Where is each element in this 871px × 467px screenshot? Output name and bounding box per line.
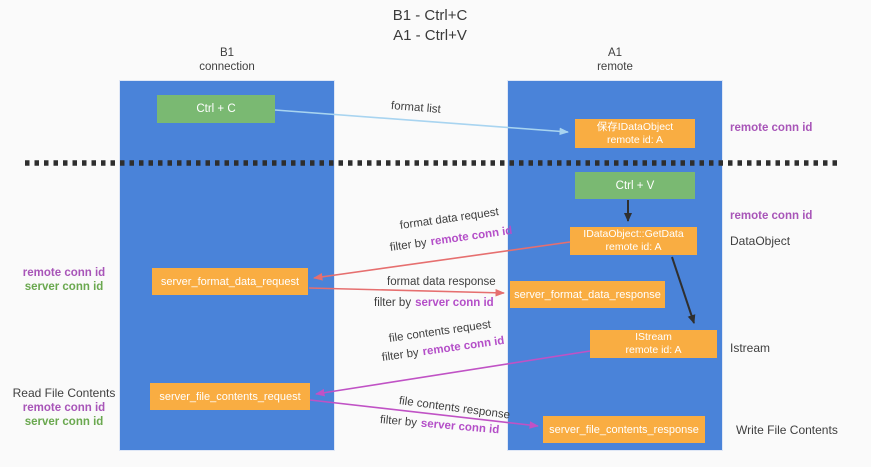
format-list-label: format list (390, 100, 442, 116)
remote-conn-id-tag-top: remote conn id (730, 122, 813, 134)
node-save-dataobject: 保存IDataObject remote id: A (575, 119, 695, 148)
node-istream: IStream remote id: A (590, 330, 717, 358)
lane-header-a1: A1 remote (507, 46, 723, 74)
title-line-2: A1 - Ctrl+V (393, 27, 467, 44)
lane-a1-subtitle: remote (597, 61, 633, 73)
node-istream-line2: remote id: A (625, 344, 682, 356)
server-conn-id-tag-left: server conn id (24, 281, 104, 293)
node-server-file-contents-response: server_file_contents_response (543, 416, 705, 443)
dataobject-label: DataObject (730, 234, 791, 248)
remote-conn-id-tag-bottom: remote conn id (22, 402, 106, 414)
write-file-contents-label: Write File Contents (736, 423, 838, 437)
node-server-format-data-response: server_format_data_response (510, 281, 665, 308)
node-istream-line1: IStream (635, 331, 672, 343)
node-ctrl-c: Ctrl + C (157, 95, 275, 123)
server-conn-id-highlight: server conn id (415, 297, 494, 309)
server-conn-id-tag-bottom: server conn id (24, 416, 104, 428)
server-conn-id-highlight: server conn id (420, 417, 500, 437)
filter-by-text: filter by (379, 414, 418, 430)
node-save-dataobject-line2: remote id: A (606, 133, 664, 146)
lane-b1-name: B1 (219, 47, 235, 59)
title-line-1: B1 - Ctrl+C (392, 7, 468, 24)
node-ctrl-c-label: Ctrl + C (196, 103, 236, 115)
remote-conn-id-highlight: remote conn id (429, 224, 514, 249)
node-server-format-data-request: server_format_data_request (152, 268, 308, 295)
remote-conn-id-tag-mid: remote conn id (730, 210, 813, 222)
read-file-contents-label: Read File Contents (12, 386, 116, 400)
filter-by-text: filter by (389, 236, 428, 254)
filter-by-text: filter by (381, 346, 420, 364)
lane-b1-subtitle: connection (199, 61, 255, 73)
node-idataobject-getdata: IDataObject::GetData remote id: A (570, 227, 697, 255)
node-save-dataobject-line1: 保存IDataObject (596, 120, 674, 133)
diagram-title: B1 - Ctrl+C A1 - Ctrl+V (0, 6, 860, 46)
node-ctrl-v-label: Ctrl + V (615, 179, 655, 192)
node-file-request-label: server_file_contents_request (159, 390, 301, 403)
format-data-response-arrow (308, 287, 505, 297)
node-server-file-contents-request: server_file_contents_request (150, 383, 310, 410)
remote-conn-id-tag-left: remote conn id (22, 267, 106, 279)
istream-label: Istream (730, 341, 771, 355)
node-getdata-line2: remote id: A (605, 241, 662, 253)
node-ctrl-v: Ctrl + V (575, 172, 695, 199)
node-file-response-label: server_file_contents_response (549, 423, 699, 436)
node-getdata-line1: IDataObject::GetData (583, 228, 684, 240)
node-format-response-label: server_format_data_response (514, 288, 661, 301)
left-conn-id-legend: remote conn id server conn id (8, 266, 120, 294)
read-file-contents-legend: Read File Contents remote conn id server… (8, 385, 120, 429)
node-format-request-label: server_format_data_request (160, 275, 300, 288)
format-data-response-label: format data response (387, 276, 496, 288)
filter-by-text: filter by (374, 297, 412, 309)
lane-header-b1: B1 connection (119, 46, 335, 74)
lane-a1-name: A1 (607, 47, 623, 59)
